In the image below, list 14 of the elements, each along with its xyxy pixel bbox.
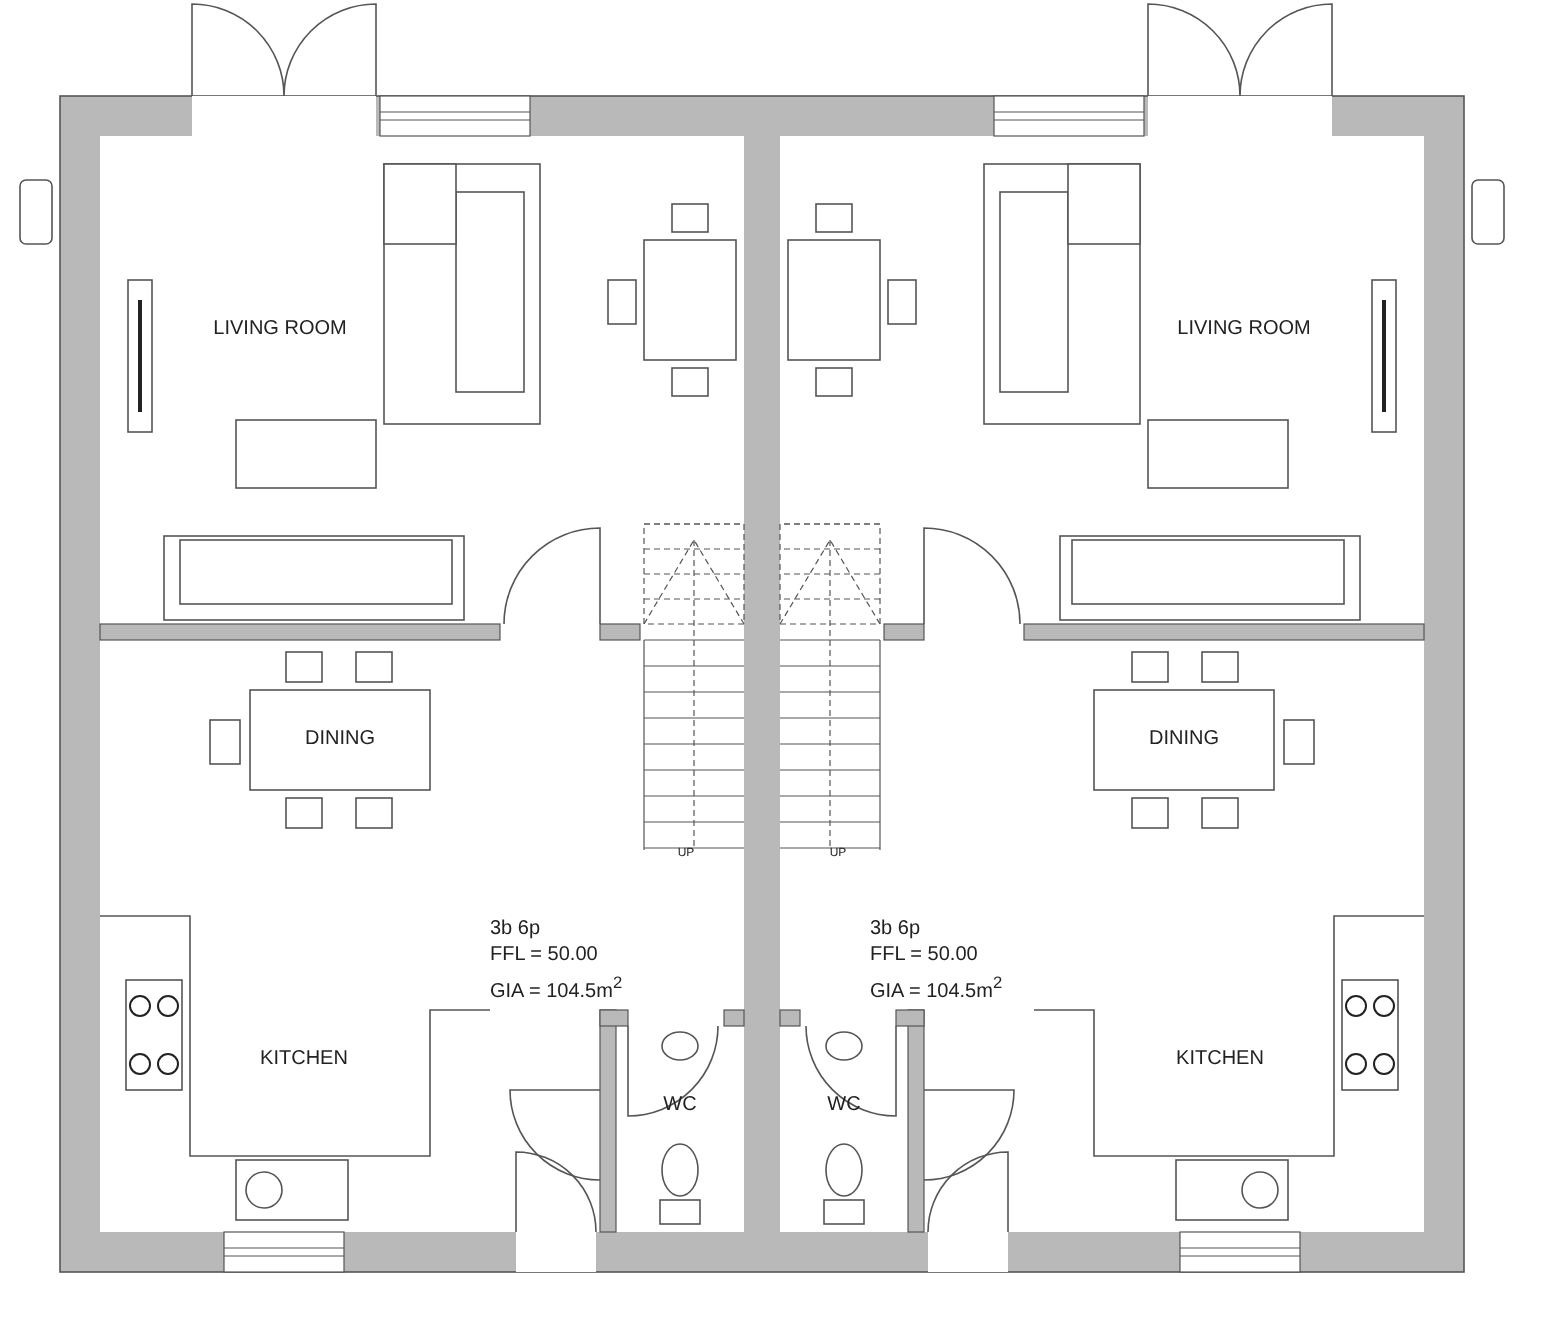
room-label: LIVING ROOM <box>1177 318 1311 342</box>
room-label: WC <box>663 1094 697 1118</box>
room-label: WC <box>827 1094 861 1118</box>
room-label: LIVING ROOM <box>213 318 347 342</box>
room-label: KITCHEN <box>1176 1048 1264 1072</box>
room-label: DINING <box>305 728 375 752</box>
plan-note: FFL = 50.00 <box>490 944 598 968</box>
plan-note: GIA = 104.5m$^{2}$ <box>870 970 1003 1005</box>
room-label: DINING <box>1149 728 1219 752</box>
plan-note: 3b 6p <box>870 918 921 942</box>
plan-note: 3b 6p <box>490 918 541 942</box>
room-label: KITCHEN <box>260 1048 348 1072</box>
plan-note: FFL = 50.00 <box>870 944 978 968</box>
plan-note: GIA = 104.5m$^{2}$ <box>490 970 623 1005</box>
